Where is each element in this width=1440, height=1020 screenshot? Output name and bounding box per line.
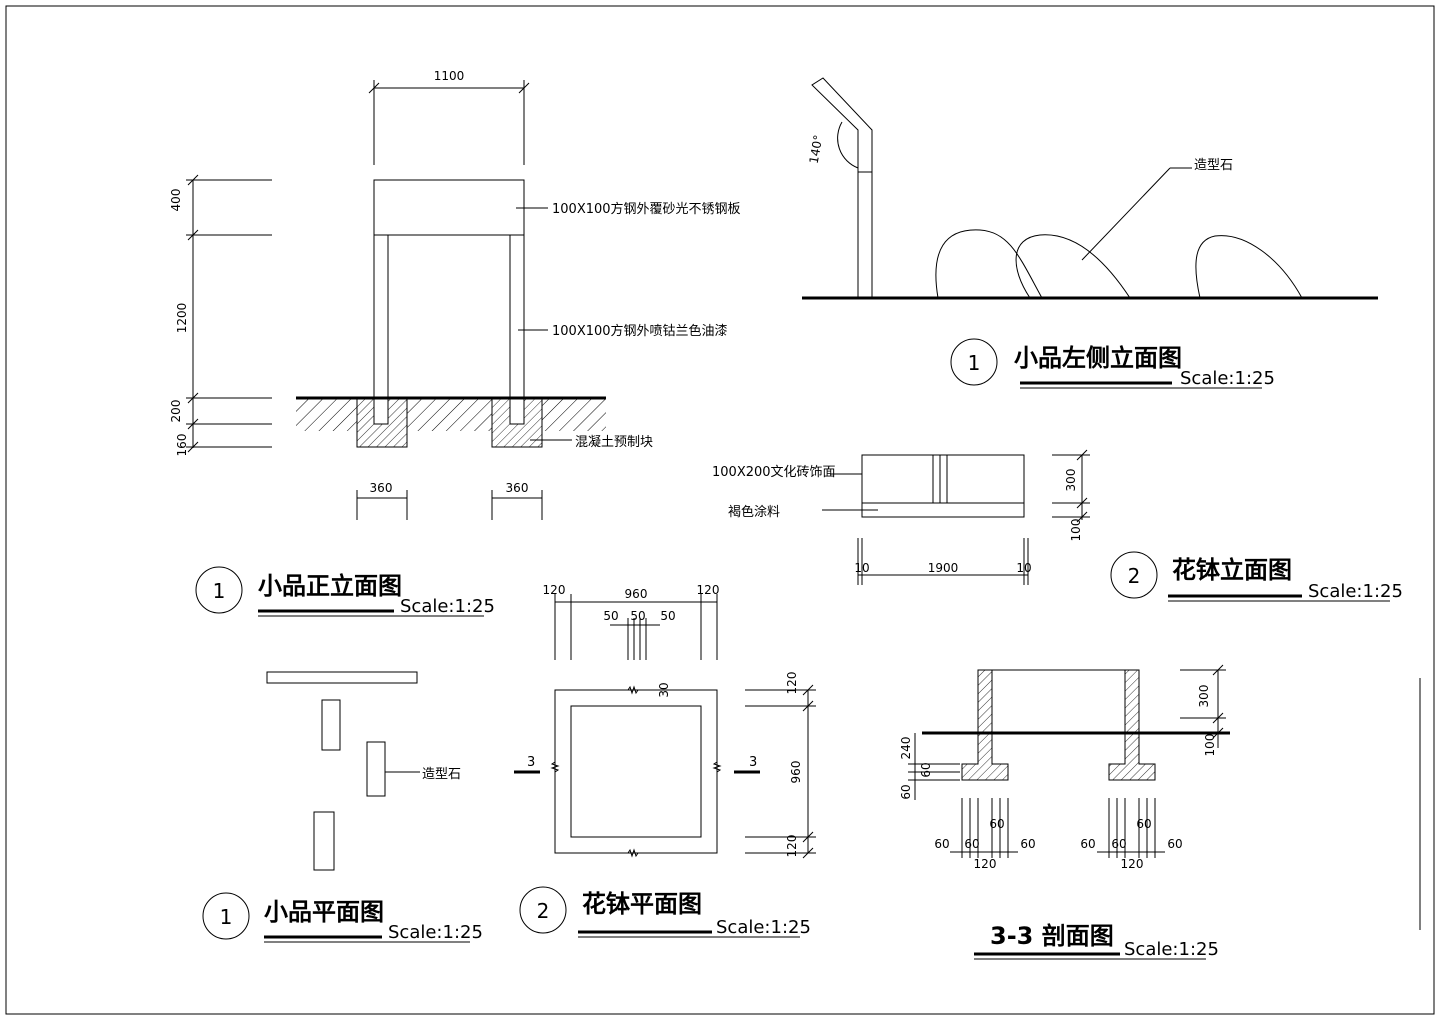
left-title-number: 1 xyxy=(968,351,981,375)
left-stone-3 xyxy=(1195,235,1303,299)
planter-plan-inner xyxy=(570,705,702,838)
planter-plan-v-mid: 960 xyxy=(789,761,803,784)
front-elevation: 1100 400 1200 200 160 xyxy=(169,69,741,617)
plan-stone-note: 造型石 xyxy=(422,767,461,782)
front-title-circle xyxy=(195,566,243,614)
planter-elev-note-paint: 褐色涂料 xyxy=(728,504,780,520)
planter-plan-section-left: 3 xyxy=(527,755,535,770)
left-stone-1 xyxy=(935,229,1043,299)
front-note-posts: 100X100方钢外喷钴兰色油漆 xyxy=(552,323,728,339)
front-note-top-plate: 100X100方钢外覆砂光不锈钢板 xyxy=(552,201,741,217)
section-d240: 240 xyxy=(899,737,913,760)
plan-stone-3 xyxy=(313,811,335,871)
planter-plan-title-circle xyxy=(519,886,567,934)
planter-elev-scale: Scale:1:25 xyxy=(1308,581,1403,602)
planter-plan-section-right: 3 xyxy=(749,755,757,770)
planter-plan-v-top: 120 xyxy=(785,672,799,695)
planter-plan-right-dim: 120 xyxy=(697,583,720,597)
planter-elev-length: 1900 xyxy=(928,561,959,575)
front-note-footing: 混凝土预制块 xyxy=(575,434,653,450)
left-elevation: 140° 造型石 1 小品左侧立面图 Scale:1:25 xyxy=(802,77,1378,389)
planter-elev-base xyxy=(861,502,1025,518)
plan-scale: Scale:1:25 xyxy=(388,922,483,943)
plan-title: 小品平面图 xyxy=(264,898,384,926)
front-base2-dim: 160 xyxy=(175,434,189,457)
section-footing-right xyxy=(1108,732,1156,781)
plan-title-circle xyxy=(202,892,250,940)
section-title: 3-3 剖面图 xyxy=(990,922,1114,950)
left-title-circle xyxy=(950,338,998,386)
planter-plan-g2: 50 xyxy=(630,609,645,623)
section-d60a: 60 xyxy=(919,762,933,777)
plan-top-plate xyxy=(266,671,418,684)
planter-plan-g1: 50 xyxy=(603,609,618,623)
section-h-top: 300 xyxy=(1197,685,1211,708)
planter-elev-title-circle xyxy=(1110,551,1158,599)
section-wall-left xyxy=(977,669,993,734)
section-scale: Scale:1:25 xyxy=(1124,939,1219,960)
front-title-number: 1 xyxy=(213,579,226,603)
section-bl-0: 60 xyxy=(934,837,949,851)
front-top-plate xyxy=(373,179,525,236)
left-title: 小品左侧立面图 xyxy=(1014,344,1182,372)
planter-elev-title: 花钵立面图 xyxy=(1172,556,1292,584)
plan-view: 造型石 1 小品平面图 Scale:1:25 xyxy=(202,671,483,943)
planter-elev-title-number: 2 xyxy=(1128,564,1141,588)
section-br-0: 60 xyxy=(1080,837,1095,851)
front-post-h-dim: 1200 xyxy=(175,303,189,334)
section-br-total: 120 xyxy=(1121,857,1144,871)
planter-elev-left-gap: 10 xyxy=(854,561,869,575)
front-top-h-dim: 400 xyxy=(169,189,183,212)
section-bl-total: 120 xyxy=(974,857,997,871)
plan-stone-1 xyxy=(321,699,341,751)
section-br-2: 60 xyxy=(1136,817,1151,831)
planter-plan-v-bot: 120 xyxy=(785,835,799,858)
planter-elev-h-top: 300 xyxy=(1064,469,1078,492)
planter-plan-left-dim: 120 xyxy=(543,583,566,597)
planter-elevation: 100X200文化砖饰面 褐色涂料 300 100 10 1900 10 2 花… xyxy=(712,449,1403,602)
planter-elev-body xyxy=(861,454,1025,504)
planter-plan-groove: 30 xyxy=(657,682,671,697)
front-footing-right-dim: 360 xyxy=(506,481,529,495)
section-footing-left xyxy=(961,732,1009,781)
left-angle-dim: 140° xyxy=(807,134,826,165)
planter-elev-right-gap: 10 xyxy=(1016,561,1031,575)
plan-title-number: 1 xyxy=(220,905,233,929)
section-bl-2: 60 xyxy=(989,817,1004,831)
front-post-right xyxy=(509,234,525,399)
planter-elev-note-tile: 100X200文化砖饰面 xyxy=(712,465,836,480)
planter-elev-h-base: 100 xyxy=(1069,519,1083,542)
section-bl-1: 60 xyxy=(964,837,979,851)
section-br-3: 60 xyxy=(1167,837,1182,851)
front-scale: Scale:1:25 xyxy=(400,596,495,617)
section-br-1: 60 xyxy=(1111,837,1126,851)
section-view: 300 100 240 60 60 60 60 60 60 120 60 60 … xyxy=(899,664,1230,960)
sheet-border xyxy=(5,5,1435,1015)
front-title: 小品正立面图 xyxy=(258,572,402,600)
left-bent-post xyxy=(811,77,873,298)
planter-plan-g3: 50 xyxy=(660,609,675,623)
planter-plan: 30 3 3 120 960 120 50 50 50 120 960 xyxy=(514,583,816,938)
left-stone-2 xyxy=(1015,234,1131,299)
planter-plan-scale: Scale:1:25 xyxy=(716,917,811,938)
section-bl-3: 60 xyxy=(1020,837,1035,851)
front-footing-left-dim: 360 xyxy=(370,481,393,495)
planter-plan-title-number: 2 xyxy=(537,899,550,923)
planter-plan-title: 花钵平面图 xyxy=(582,890,702,918)
section-d60b: 60 xyxy=(899,784,913,799)
front-width-dim: 1100 xyxy=(434,69,465,83)
front-base1-dim: 200 xyxy=(169,400,183,423)
left-scale: Scale:1:25 xyxy=(1180,368,1275,389)
left-stone-note: 造型石 xyxy=(1194,158,1233,173)
plan-stone-2 xyxy=(366,741,386,797)
section-h-base: 100 xyxy=(1203,734,1217,757)
section-wall-right xyxy=(1124,669,1140,734)
planter-plan-mid-dim: 960 xyxy=(625,587,648,601)
front-post-left xyxy=(373,234,389,399)
